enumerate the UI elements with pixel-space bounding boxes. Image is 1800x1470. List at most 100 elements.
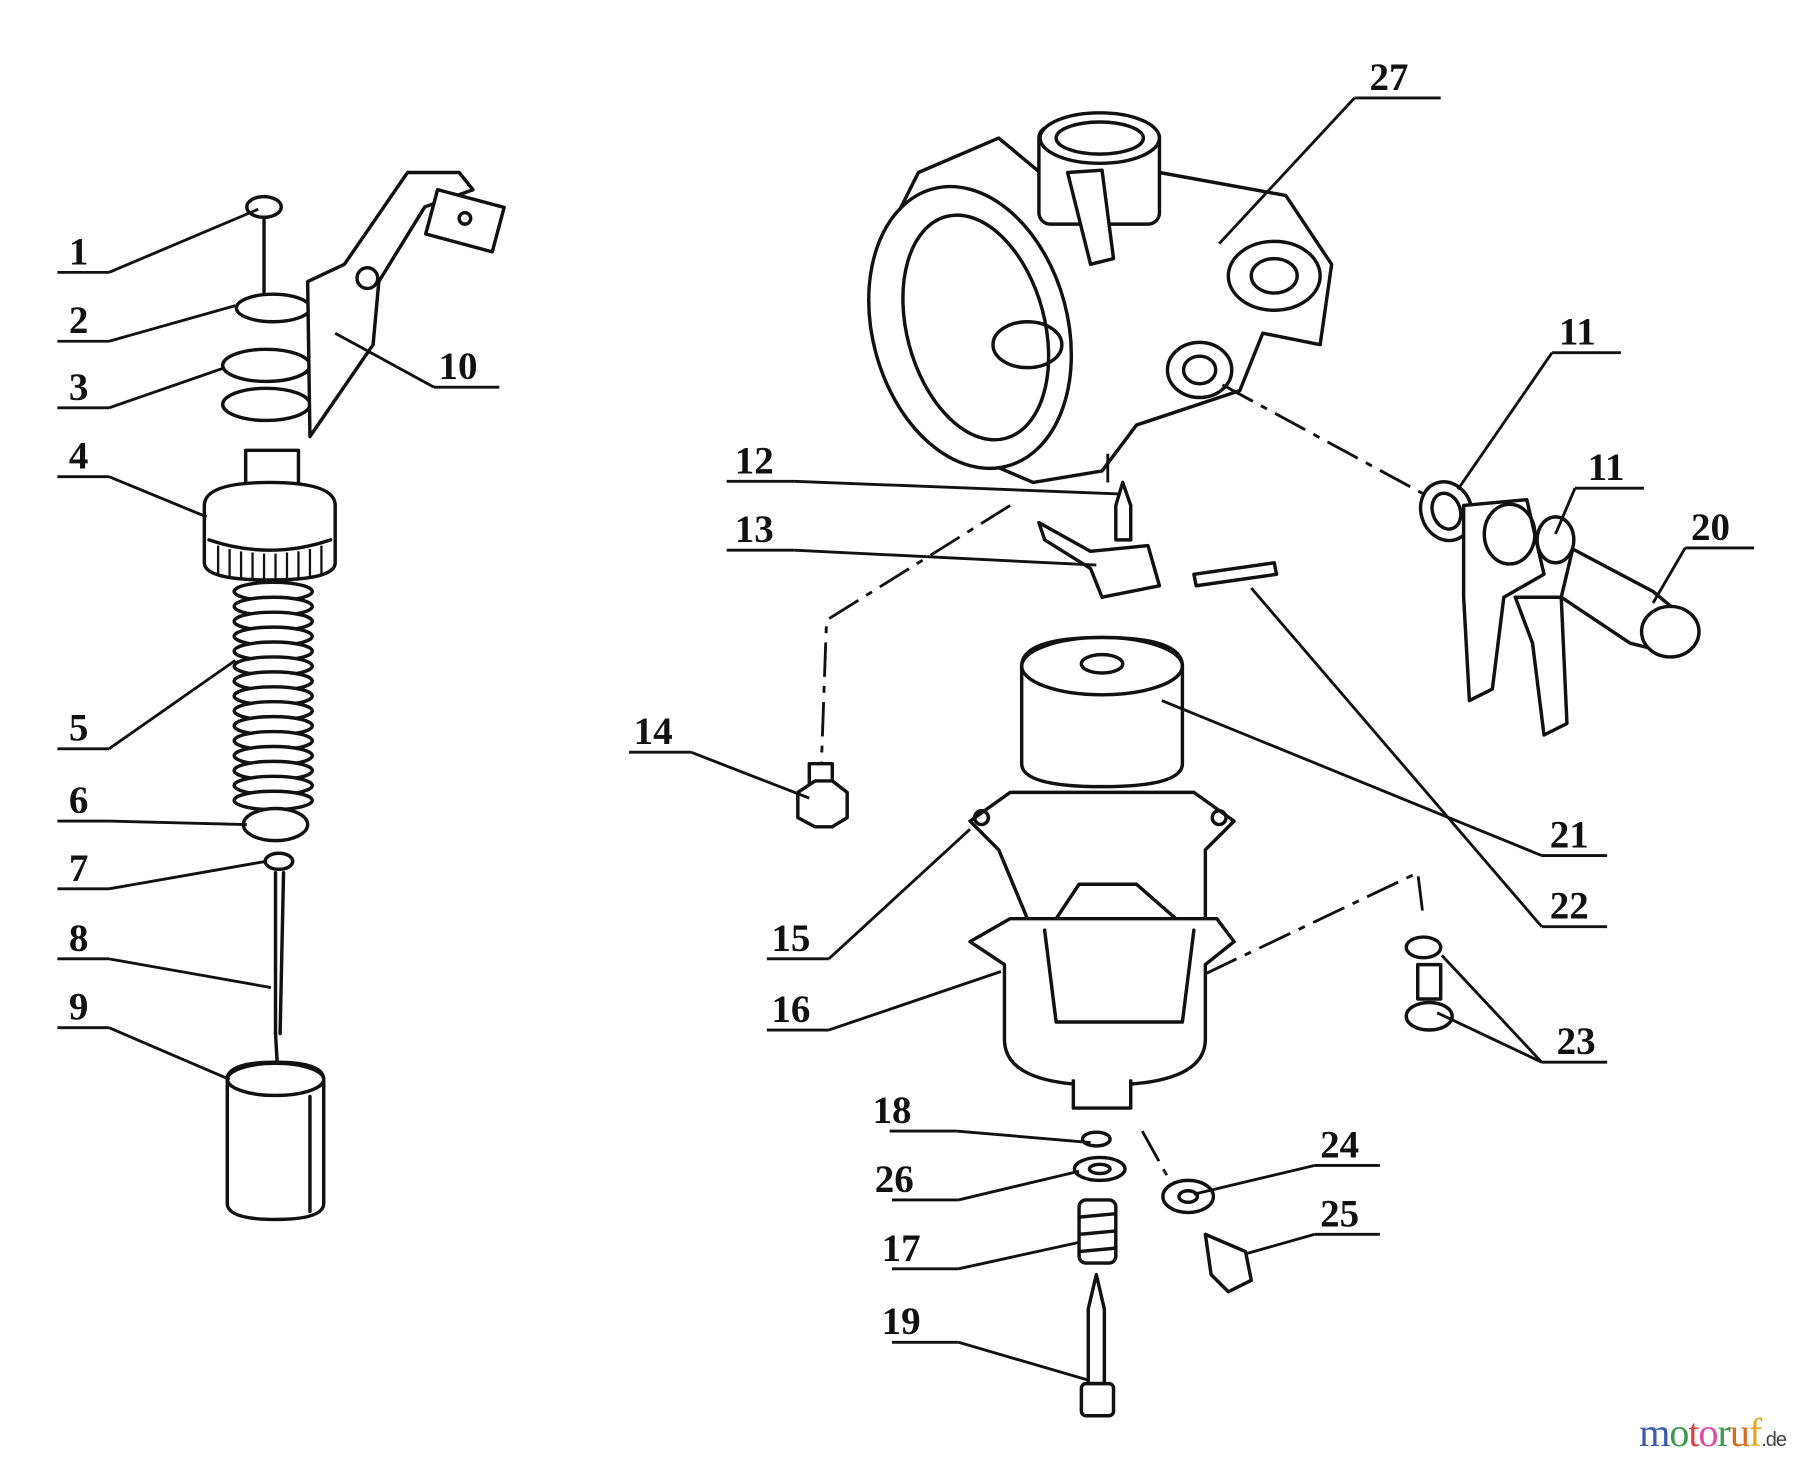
callout-number: 18 (872, 1089, 911, 1132)
callout-number: 27 (1370, 56, 1409, 99)
callout-number: 15 (771, 917, 810, 960)
leader-line (958, 1340, 1089, 1382)
callout-5: 5 (57, 659, 237, 751)
callout-9: 9 (57, 986, 231, 1081)
leader-line (1436, 1011, 1543, 1064)
callout-number: 22 (1550, 885, 1589, 928)
callout-number: 16 (771, 988, 810, 1031)
leader-line (1218, 96, 1356, 245)
part-24-washer (1161, 1178, 1216, 1215)
part-1-pin (245, 194, 283, 295)
callout-23: 23 (1436, 954, 1608, 1064)
leader-line (334, 331, 435, 389)
watermark-letter: t (1688, 1410, 1699, 1455)
leader-line (108, 366, 226, 410)
callout-number: 26 (875, 1158, 914, 1201)
leader-line (1554, 487, 1577, 535)
callout-10: 10 (334, 331, 500, 389)
leader-line (108, 859, 267, 891)
callout-number: 3 (69, 366, 89, 409)
callout-22: 22 (1250, 587, 1608, 929)
part-17-spring (1077, 1198, 1118, 1265)
callout-number: 1 (69, 230, 89, 273)
callout-6: 6 (57, 779, 247, 826)
callout-number: 9 (69, 986, 89, 1029)
part-5-spring (232, 580, 314, 812)
callout-number: 8 (69, 917, 89, 960)
leader-line (108, 207, 259, 274)
callout-19: 19 (882, 1300, 1089, 1382)
part-20-plug (1559, 547, 1701, 659)
callout-4: 4 (57, 435, 208, 519)
fuel-tap (1461, 497, 1569, 737)
leader-line (690, 750, 810, 800)
part-12-float-needle (1114, 480, 1133, 542)
leader-line (108, 304, 236, 343)
watermark-letter: o (1698, 1410, 1719, 1455)
leader-line (1440, 954, 1543, 1064)
leader-line (828, 970, 1002, 1032)
callout-7: 7 (57, 847, 267, 891)
part-9-throttle-valve (225, 1060, 326, 1222)
part-11-gasket-2 (1535, 515, 1576, 565)
part-18-oring (1080, 1130, 1112, 1148)
callout-number: 17 (882, 1227, 921, 1270)
leader-line (956, 1129, 1091, 1144)
leader-line (958, 1169, 1080, 1202)
callout-15: 15 (766, 828, 971, 961)
part-4-knurled-nut (202, 448, 337, 582)
part-8-needle (273, 871, 286, 1076)
callout-27: 27 (1218, 56, 1441, 245)
leader-line (1161, 699, 1543, 857)
leader-line (794, 548, 1097, 567)
callout-17: 17 (882, 1227, 1080, 1271)
part-23-screw-washer (1404, 935, 1454, 1032)
leader-line (1245, 1232, 1315, 1256)
callout-number: 11 (1559, 311, 1596, 354)
callout-number: 13 (735, 508, 774, 551)
part-19-mixture-screw (1079, 1272, 1116, 1418)
callout-14: 14 (629, 710, 810, 800)
part-26-washer (1072, 1155, 1127, 1183)
callout-number: 14 (634, 710, 673, 753)
leader-line (1456, 351, 1554, 491)
leader-line (108, 1026, 231, 1081)
watermark-letter: m (1639, 1410, 1670, 1455)
part-25-drain-screw (1203, 1232, 1253, 1294)
watermark-letter: r (1717, 1410, 1731, 1455)
callout-20: 20 (1651, 506, 1755, 604)
part-14-jet (796, 761, 849, 829)
callout-labels: 1234567891027111120121314212215162318261… (57, 56, 1755, 1382)
callout-number: 2 (69, 299, 89, 342)
callout-number: 19 (882, 1300, 921, 1343)
watermark-letter: u (1729, 1410, 1750, 1455)
part-13-float-lever (1037, 520, 1162, 599)
callout-13: 13 (726, 508, 1097, 567)
leader-line (1651, 547, 1687, 604)
callout-18: 18 (872, 1089, 1091, 1144)
leader-line (1250, 587, 1543, 928)
part-16-float-bowl (968, 916, 1236, 1110)
callout-11: 11 (1456, 311, 1621, 491)
callout-number: 5 (69, 707, 89, 750)
callout-16: 16 (766, 970, 1002, 1032)
part-2-3-washers (220, 292, 312, 423)
callout-number: 10 (439, 345, 478, 388)
motoruf-watermark-logo: motoruf.de (1639, 1409, 1787, 1456)
watermark-suffix: .de (1761, 1429, 1787, 1451)
callout-number: 23 (1557, 1020, 1596, 1063)
leader-line (108, 957, 272, 989)
callout-number: 6 (69, 779, 89, 822)
leader-line (109, 819, 247, 826)
part-15-gasket (968, 790, 1236, 927)
callout-number: 7 (69, 847, 89, 890)
leader-line (827, 828, 971, 960)
callout-26: 26 (875, 1158, 1080, 1202)
callout-12: 12 (726, 439, 1120, 496)
callout-8: 8 (57, 917, 272, 989)
callout-25: 25 (1245, 1192, 1380, 1256)
callout-number: 24 (1320, 1123, 1359, 1166)
callout-number: 20 (1691, 506, 1730, 549)
